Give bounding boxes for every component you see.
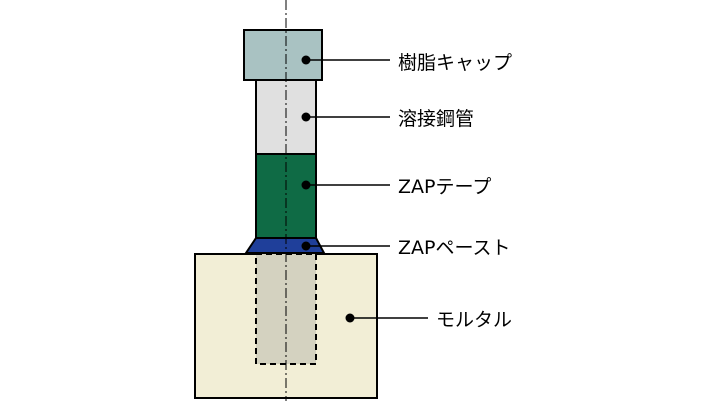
leader-welded-pipe xyxy=(301,112,390,122)
label-mortar: モルタル xyxy=(436,309,513,331)
resin-cap xyxy=(243,29,323,81)
leader-resin-cap xyxy=(301,55,390,65)
leader-zap-paste xyxy=(301,241,390,251)
leader-zap-tape xyxy=(301,180,390,190)
leader-mortar xyxy=(345,313,428,323)
label-zap-tape: ZAPテープ xyxy=(398,176,492,198)
label-zap-paste: ZAPペースト xyxy=(398,237,511,259)
label-resin-cap: 樹脂キャップ xyxy=(398,52,513,74)
label-welded-pipe: 溶接鋼管 xyxy=(398,108,475,130)
